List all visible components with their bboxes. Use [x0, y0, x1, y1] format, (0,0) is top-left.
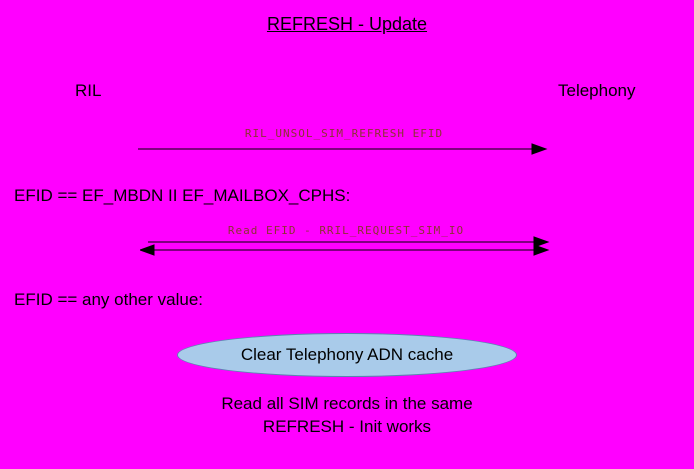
right-arrow-icon: [138, 143, 548, 155]
message-label-read-efid: Read EFID - RRIL_REQUEST_SIM_IO: [227, 224, 465, 237]
participant-ril: RIL: [75, 81, 102, 100]
footer-note-line1: Read all SIM records in the same: [221, 394, 473, 413]
clear-adn-cache-node: Clear Telephony ADN cache: [177, 333, 517, 377]
participant-telephony: Telephony: [558, 81, 636, 100]
clear-adn-cache-label: Clear Telephony ADN cache: [240, 345, 454, 364]
footer-note-line2: REFRESH - Init works: [262, 417, 432, 436]
condition-mbdn-mailbox: EFID == EF_MBDN II EF_MAILBOX_CPHS:: [14, 186, 351, 205]
condition-any-other-value: EFID == any other value:: [14, 290, 203, 309]
message-label-refresh-efid: RIL_UNSOL_SIM_REFRESH EFID: [244, 127, 444, 140]
double-arrow-icon: [140, 236, 550, 256]
page-title: REFRESH - Update: [266, 14, 428, 34]
